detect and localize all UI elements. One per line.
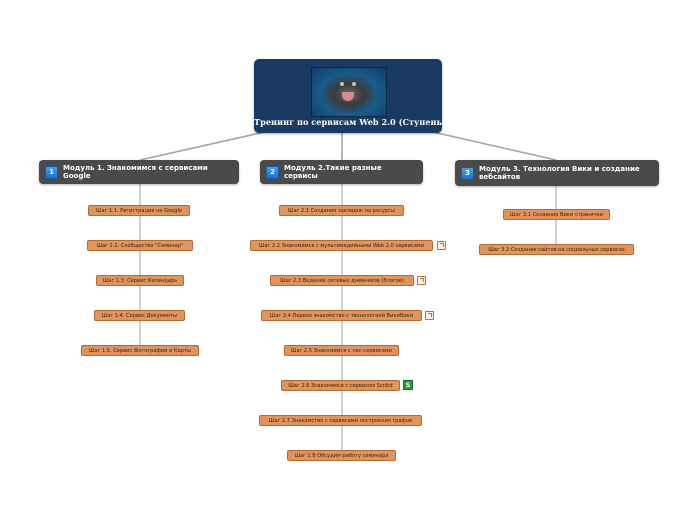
step-topic[interactable]: Шаг 2.6 Знакомимся с сервисом Scribd xyxy=(281,380,400,391)
step-topic[interactable]: Шаг 1.1. Регистрация на Google xyxy=(88,205,190,216)
module-title: Модуль 2.Такие разные сервисы xyxy=(284,164,417,180)
root-topic-image xyxy=(311,67,387,117)
step-topic[interactable]: Шаг 1.3. Сервис Календарь xyxy=(96,275,184,286)
external-link-icon[interactable] xyxy=(417,276,426,285)
module-3-topic[interactable]: 3 Модуль 3. Технология Вики и создание в… xyxy=(455,160,659,186)
step-topic[interactable]: Шаг 3.2 Создание сайтов на социальных се… xyxy=(479,244,634,255)
image-detail xyxy=(352,82,356,86)
step-topic[interactable]: Шаг 1.5. Сервис Фотографии и Карты xyxy=(81,345,199,356)
image-detail xyxy=(342,92,354,101)
module-number-badge: 3 xyxy=(461,167,474,180)
step-topic[interactable]: Шаг 3.1 Создание Вики странички xyxy=(503,209,610,220)
step-topic[interactable]: Шаг 2.3 Ведение сетевых дневников (блого… xyxy=(270,275,414,286)
step-topic[interactable]: Шаг 2.5 Знакомимся с лес-сервисами xyxy=(284,345,399,356)
module-2-topic[interactable]: 2 Модуль 2.Такие разные сервисы xyxy=(260,160,423,184)
image-detail xyxy=(340,82,344,86)
root-topic[interactable]: Тренинг по сервисам Web 2.0 (Ступень 1) xyxy=(254,59,442,133)
root-topic-title: Тренинг по сервисам Web 2.0 (Ступень 1) xyxy=(254,117,442,127)
step-topic[interactable]: Шаг 2.2 Знакомимся с мультимедийными Web… xyxy=(250,240,433,251)
step-topic[interactable]: Шаг 2.4 Первое знакомство с технологией … xyxy=(261,310,422,321)
step-topic[interactable]: Шаг 1.2. Сообщество "Семинар" xyxy=(87,240,193,251)
step-topic[interactable]: Шаг 1.4. Сервис Документы xyxy=(94,310,185,321)
step-topic[interactable]: Шаг 2.7 Знакомство с сервисами построени… xyxy=(259,415,422,426)
module-title: Модуль 1. Знакомимся с сервисами Google xyxy=(63,164,233,180)
scribd-icon[interactable]: S xyxy=(403,380,413,390)
module-title: Модуль 3. Технология Вики и создание веб… xyxy=(479,165,653,181)
external-link-icon[interactable] xyxy=(425,311,434,320)
step-topic[interactable]: Шаг 2.8 Обсудим работу семинара xyxy=(287,450,396,461)
external-link-icon[interactable] xyxy=(437,241,446,250)
module-1-topic[interactable]: 1 Модуль 1. Знакомимся с сервисами Googl… xyxy=(39,160,239,184)
module-number-badge: 1 xyxy=(45,166,58,179)
module-number-badge: 2 xyxy=(266,166,279,179)
step-topic[interactable]: Шаг 2.1 Создание закладок на ресурсы xyxy=(279,205,404,216)
